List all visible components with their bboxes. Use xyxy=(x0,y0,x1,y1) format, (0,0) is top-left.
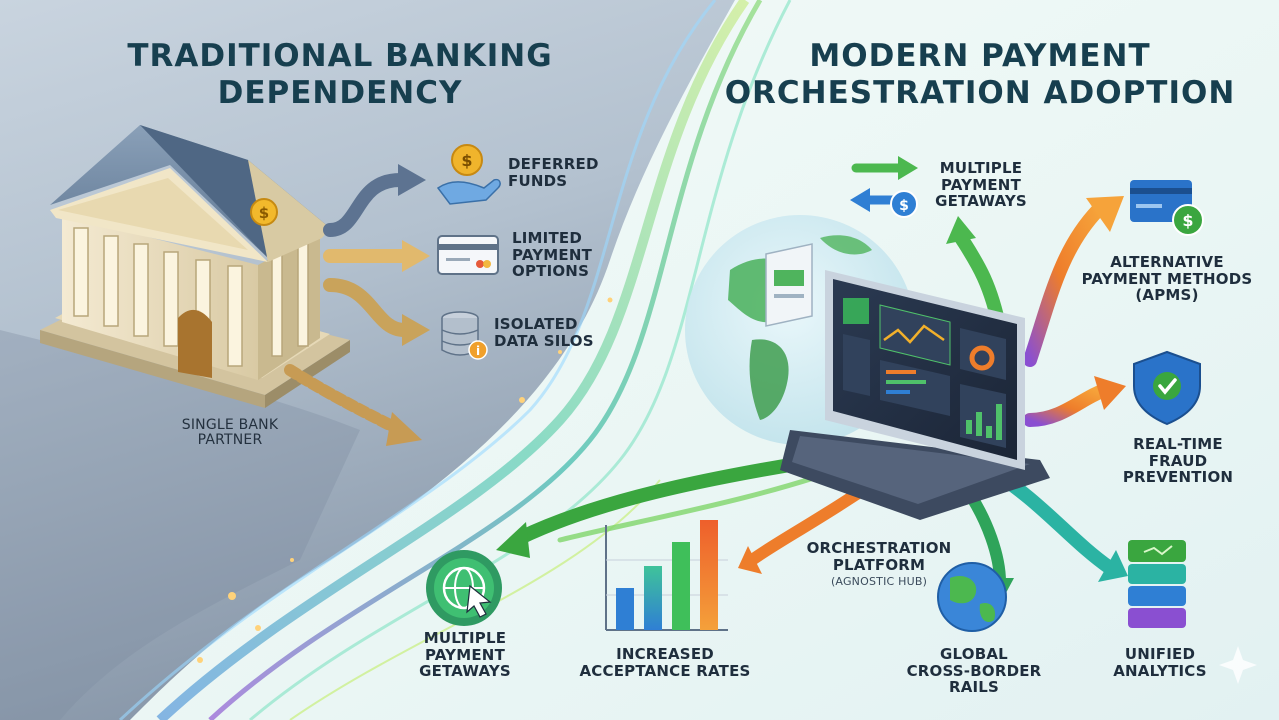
feature-line: PAYMENT METHODS xyxy=(1081,269,1253,288)
outcome-line: DEFERRED xyxy=(508,155,599,173)
outcome-line: OPTIONS xyxy=(512,262,590,280)
bank-label-line: SINGLE BANK xyxy=(181,417,279,433)
hub-line: PLATFORM xyxy=(832,555,926,574)
feature-line: FRAUD xyxy=(1148,451,1208,470)
svg-text:$: $ xyxy=(1182,211,1193,230)
left-background xyxy=(0,0,735,720)
feature-line: GETAWAYS xyxy=(935,192,1027,210)
feature-line: RAILS xyxy=(948,678,1000,696)
card-dollar-icon: $ xyxy=(1130,180,1204,236)
feature-line: CROSS-BORDER xyxy=(906,661,1042,680)
outcome-line: DATA SILOS xyxy=(494,331,594,350)
credit-card-icon xyxy=(437,235,499,275)
feature-line: REAL-TIME xyxy=(1133,435,1223,453)
outcome-line: LIMITED xyxy=(512,229,582,247)
hub-line: ORCHESTRATION xyxy=(806,539,952,557)
feature-line: ACCEPTANCE RATES xyxy=(579,661,751,680)
feature-line: INCREASED xyxy=(616,645,714,663)
monitor-dashboard-icon xyxy=(765,243,1050,520)
outcome-limited-payment-options: LIMITED PAYMENT OPTIONS xyxy=(512,230,592,280)
feature-line: GLOBAL xyxy=(940,645,1008,663)
outcome-line: FUNDS xyxy=(508,171,568,190)
feature-fraud-prevention: REAL-TIME FRAUD PREVENTION xyxy=(1098,436,1258,486)
shield-check-icon xyxy=(1133,350,1201,426)
feature-line: ALTERNATIVE xyxy=(1110,253,1224,271)
feature-line: GETAWAYS xyxy=(419,662,511,680)
left-title-line2: DEPENDENCY xyxy=(217,74,463,111)
outcome-deferred-funds: DEFERRED FUNDS xyxy=(508,156,599,189)
database-icon: i xyxy=(441,311,488,360)
left-title-line1: TRADITIONAL BANKING xyxy=(127,38,553,74)
feature-cross-border-rails: GLOBAL CROSS-BORDER RAILS xyxy=(884,646,1064,696)
hub-subtitle: (AGNOSTIC HUB) xyxy=(830,575,928,588)
svg-text:$: $ xyxy=(259,204,269,222)
web-cursor-icon xyxy=(426,550,502,626)
server-stack-icon xyxy=(1128,540,1186,628)
left-ground-shadow xyxy=(0,330,360,720)
svg-text:$: $ xyxy=(461,151,472,170)
globe-icon xyxy=(937,562,1007,632)
bank-outcome-arrows xyxy=(284,164,430,446)
right-title: MODERN PAYMENT ORCHESTRATION ADOPTION xyxy=(700,38,1260,111)
feature-gateways-top: MULTIPLE PAYMENT GETAWAYS xyxy=(916,160,1046,210)
svg-text:i: i xyxy=(476,344,480,358)
feature-line: MULTIPLE xyxy=(939,159,1023,177)
outcome-line: PAYMENT xyxy=(512,245,593,264)
coin-hand-icon: $ xyxy=(436,144,501,205)
hub-label: ORCHESTRATION PLATFORM (AGNOSTIC HUB) xyxy=(784,540,974,588)
feature-apms: ALTERNATIVE PAYMENT METHODS (APMs) xyxy=(1060,254,1274,304)
feature-unified-analytics: UNIFIED ANALYTICS xyxy=(1090,646,1230,679)
right-title-line1: MODERN PAYMENT xyxy=(809,38,1151,74)
feature-line: ANALYTICS xyxy=(1113,661,1207,680)
sparkle-corner-icon xyxy=(1219,646,1257,684)
feature-line: PAYMENT xyxy=(424,645,505,664)
left-title: TRADITIONAL BANKING DEPENDENCY xyxy=(60,38,620,111)
exchange-arrows-icon: $ xyxy=(850,156,918,218)
svg-text:$: $ xyxy=(899,198,909,214)
outcome-line: ISOLATED xyxy=(494,315,578,333)
feature-line: (APMs) xyxy=(1135,286,1199,304)
feature-line: PREVENTION xyxy=(1122,468,1234,486)
dollar-coin-icon: $ xyxy=(250,198,278,226)
feature-line: UNIFIED xyxy=(1124,645,1196,663)
feature-line: PAYMENT xyxy=(940,175,1021,194)
bank-label-line: PARTNER xyxy=(197,432,263,449)
feature-gateways-bottom: MULTIPLE PAYMENT GETAWAYS xyxy=(400,630,530,680)
feature-acceptance-rates: INCREASED ACCEPTANCE RATES xyxy=(560,646,770,679)
right-title-line2: ORCHESTRATION ADOPTION xyxy=(724,74,1236,111)
sparkle-dots xyxy=(197,297,613,663)
feature-line: MULTIPLE xyxy=(423,629,507,647)
bar-chart-icon xyxy=(605,520,728,631)
outcome-isolated-data-silos: ISOLATED DATA SILOS xyxy=(494,316,594,349)
single-bank-partner-label: SINGLE BANK PARTNER xyxy=(150,417,310,449)
